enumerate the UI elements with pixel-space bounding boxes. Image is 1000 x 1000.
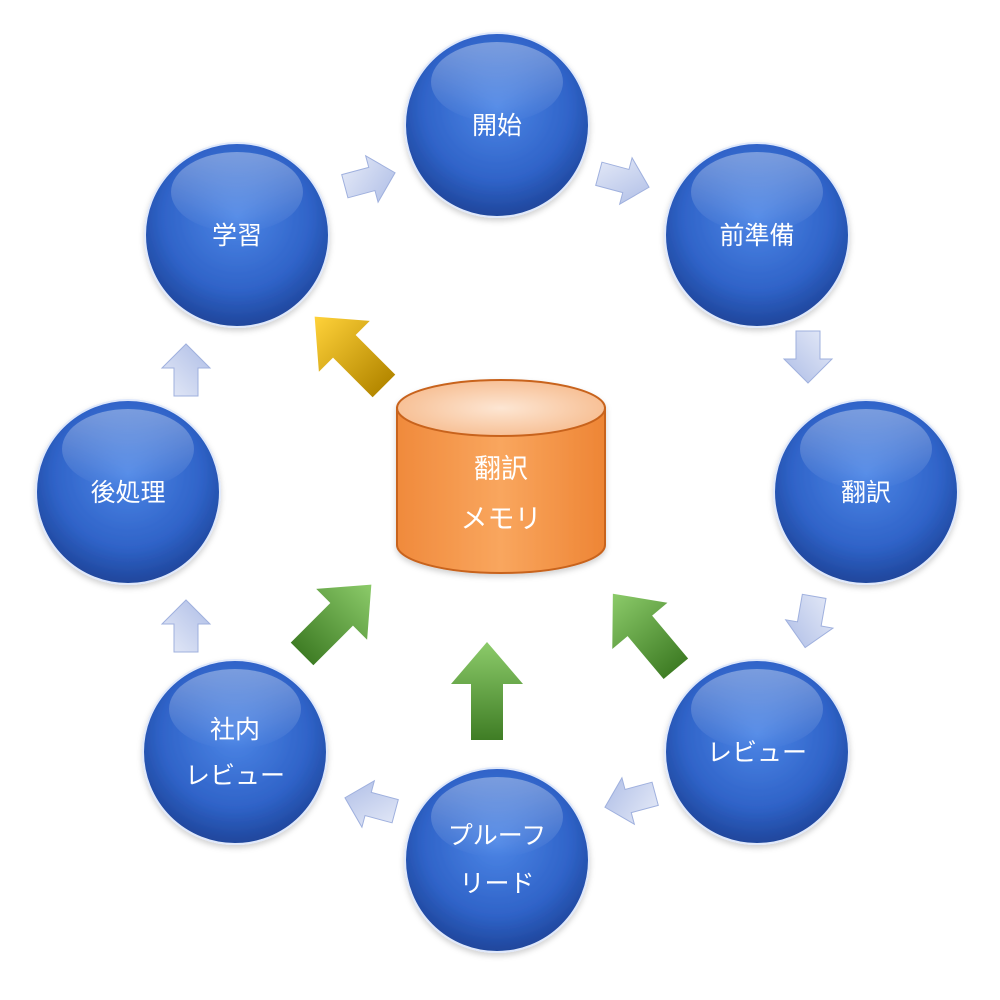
node-proofread-label-line2: リード	[459, 869, 534, 898]
node-prep-label: 前準備	[719, 221, 794, 250]
node-post-label: 後処理	[90, 478, 165, 507]
translation-memory-database: 翻訳 メモリ	[396, 379, 606, 574]
cycle-arrow-prep-to-translate	[782, 330, 834, 384]
cycle-arrow-post-to-learn	[160, 343, 212, 397]
cycle-arrows	[160, 154, 835, 829]
node-internal-review-label-line1: 社内	[210, 715, 260, 744]
database-label-line2: メモリ	[461, 504, 542, 535]
node-translate-label: 翻訳	[841, 478, 891, 507]
node-start-label: 開始	[472, 111, 522, 140]
feed-arrows	[290, 584, 689, 740]
node-proofread-label-line1: プルーフ	[448, 821, 547, 850]
cycle-arrow-internal-review-to-post	[160, 599, 212, 653]
feed-arrow-review	[612, 593, 689, 680]
node-proofread: プルーフ リード	[404, 767, 590, 953]
node-review: レビュー	[664, 659, 850, 845]
node-review-label: レビュー	[707, 738, 807, 767]
node-internal-review: 社内 レビュー	[142, 659, 328, 845]
node-post: 後処理	[35, 399, 221, 585]
node-translate: 翻訳	[773, 399, 959, 585]
node-learn-label: 学習	[212, 221, 262, 250]
node-prep: 前準備	[664, 142, 850, 328]
feed-arrow-internal-review	[290, 584, 372, 666]
database-label-line1: 翻訳	[474, 454, 528, 485]
cycle-arrow-review-to-proofread	[604, 776, 659, 826]
output-arrow-to-learn	[314, 316, 396, 398]
cycle-arrow-start-to-prep	[595, 156, 650, 206]
node-learn: 学習	[144, 142, 330, 328]
node-internal-review-label-line2: レビュー	[185, 761, 285, 790]
cycle-arrow-learn-to-start	[341, 154, 396, 204]
cycle-arrow-proofread-to-internal-review	[344, 779, 399, 829]
feed-arrow-proofread	[451, 642, 523, 740]
node-start: 開始	[404, 32, 590, 218]
cycle-arrow-translate-to-review	[784, 593, 835, 649]
